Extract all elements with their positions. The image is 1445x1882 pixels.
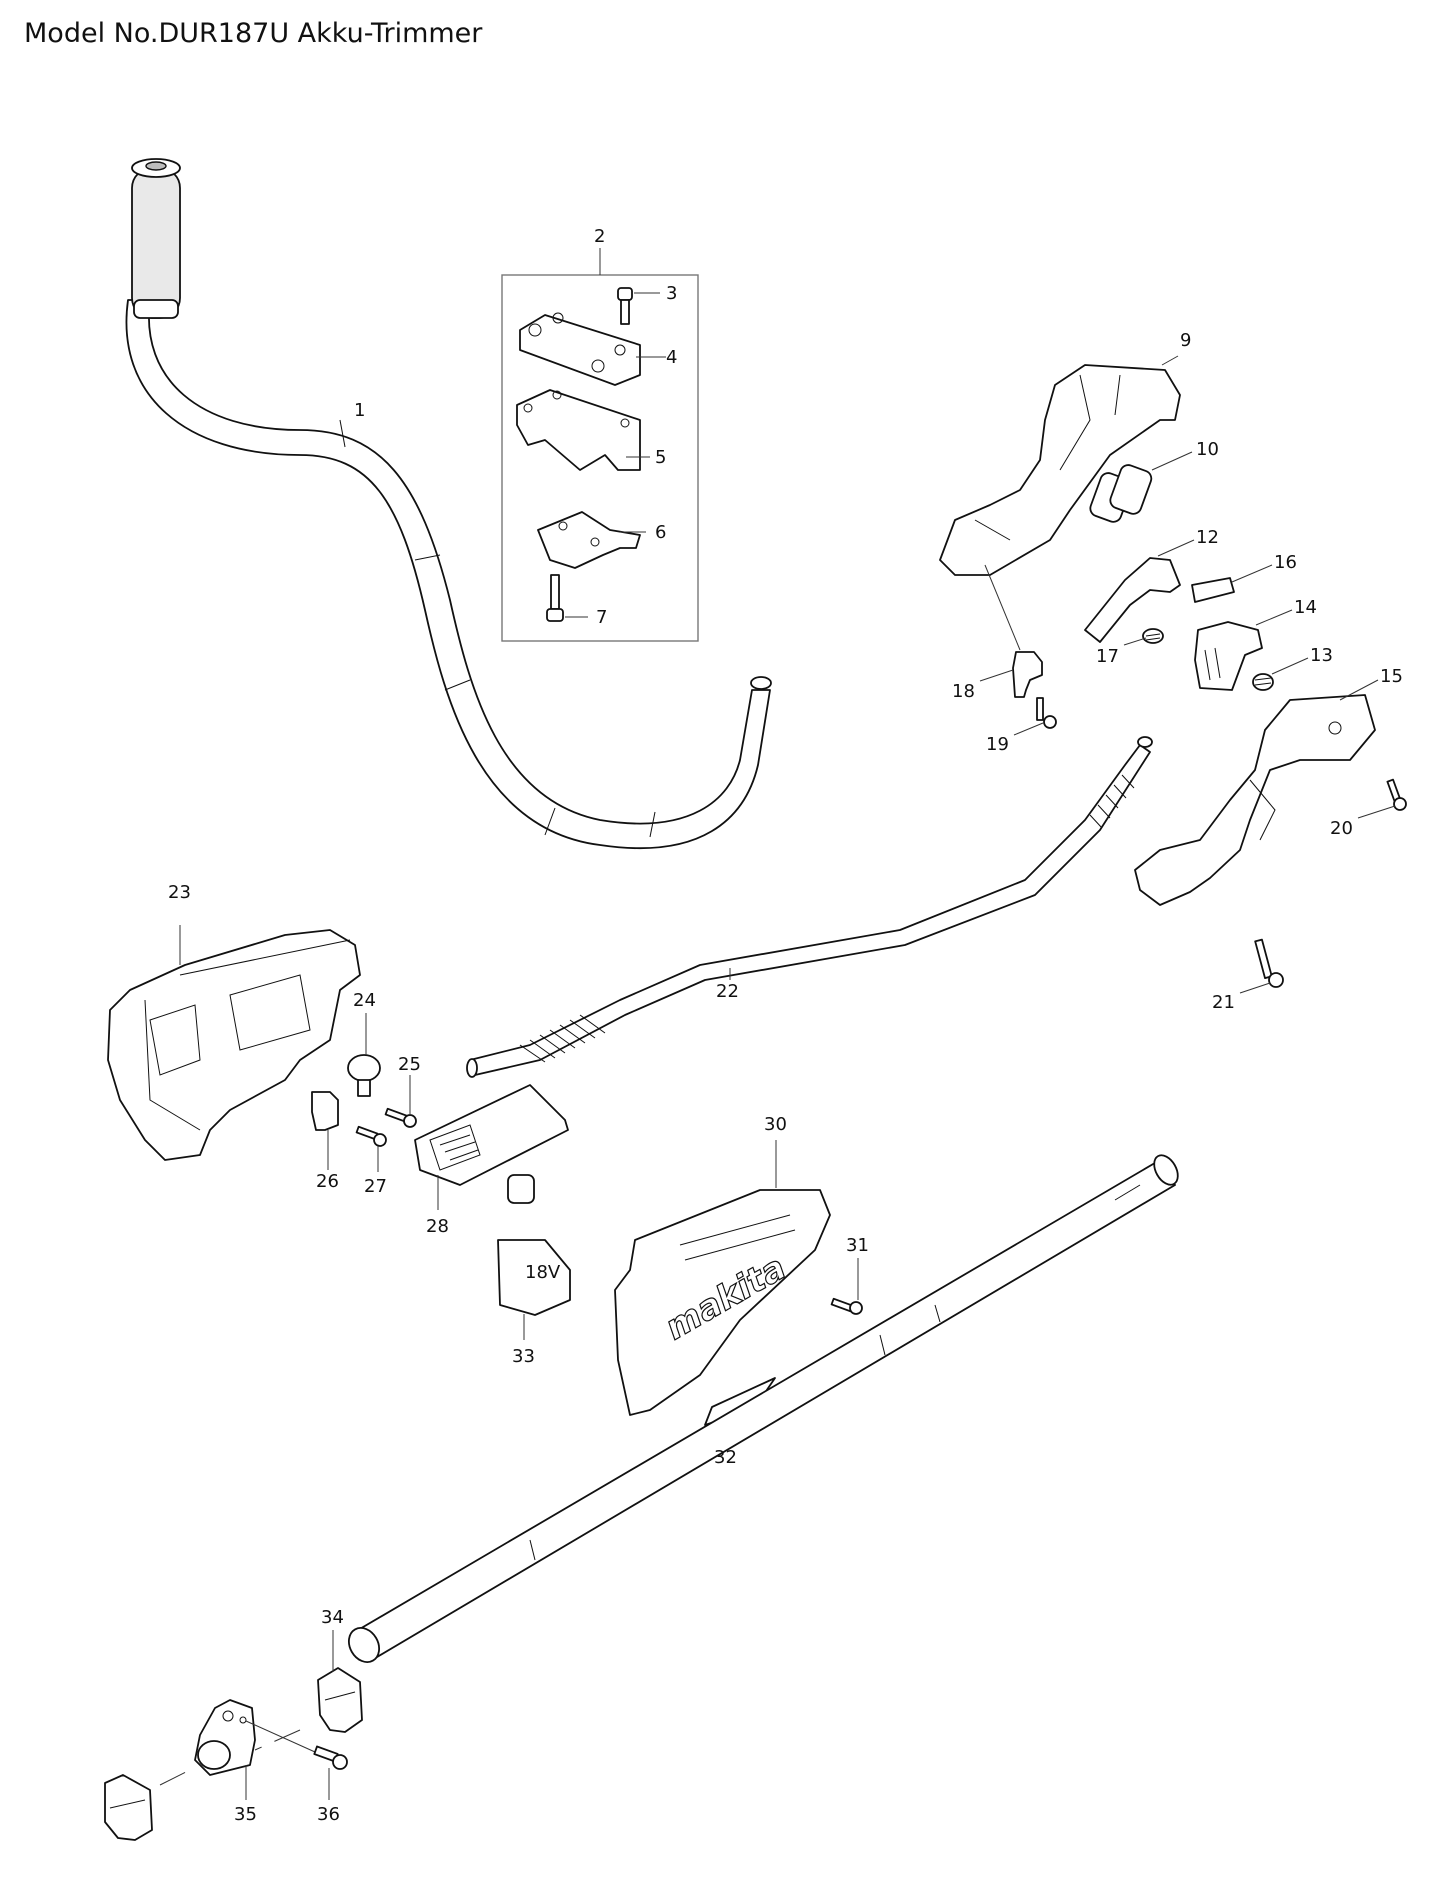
part-33-terminal[interactable]: 18V: [497, 1239, 571, 1340]
callout-6: 6: [655, 522, 666, 543]
callout-7: 7: [596, 607, 607, 628]
callout-35: 35: [234, 1804, 257, 1825]
callout-24: 24: [353, 990, 376, 1011]
part-24-band[interactable]: [347, 1013, 381, 1097]
callout-labels: 1 2 3 4 5 6 7 9 10 12 13 14 15 16 17 18 …: [168, 226, 1403, 1825]
part-3-bolt[interactable]: [617, 287, 660, 325]
part-4-clamp-upper[interactable]: [519, 312, 666, 386]
part-22-shaft[interactable]: [466, 736, 1153, 1078]
callout-16: 16: [1274, 552, 1297, 573]
callout-12: 12: [1196, 527, 1219, 548]
callout-1: 1: [354, 400, 365, 421]
callout-17: 17: [1096, 646, 1119, 667]
callout-30: 30: [764, 1114, 787, 1135]
callout-2: 2: [594, 226, 605, 247]
callout-28: 28: [426, 1216, 449, 1237]
part-6-clamp-lower[interactable]: [537, 511, 646, 569]
callout-22: 22: [716, 981, 739, 1002]
part-12-switch-trigger[interactable]: [1084, 539, 1195, 643]
part-26-cord-holder[interactable]: [311, 1091, 339, 1170]
page-title: Model No.DUR187U Akku-Trimmer: [24, 18, 483, 49]
callout-27: 27: [364, 1176, 387, 1197]
part-35-clamp-holder[interactable]: [194, 1699, 316, 1800]
callout-14: 14: [1294, 597, 1317, 618]
callout-26: 26: [316, 1171, 339, 1192]
main-pipe[interactable]: [343, 1151, 1183, 1667]
callout-18: 18: [952, 681, 975, 702]
callout-33: 33: [512, 1346, 535, 1367]
part-21-screw[interactable]: [1239, 938, 1284, 994]
part-31-screw[interactable]: [830, 1258, 863, 1315]
part-1-loop-handle[interactable]: [125, 158, 772, 850]
callout-9: 9: [1180, 330, 1191, 351]
part-34-pipe-clamp[interactable]: [254, 1630, 363, 1751]
callout-3: 3: [666, 283, 677, 304]
callout-21: 21: [1212, 992, 1235, 1013]
callout-15: 15: [1380, 666, 1403, 687]
part-23-motor-housing[interactable]: [107, 925, 361, 1161]
callout-13: 13: [1310, 645, 1333, 666]
part-13-compression-spring[interactable]: [1252, 657, 1309, 691]
part-18-hook[interactable]: [979, 564, 1043, 698]
callout-4: 4: [666, 347, 677, 368]
part-16-micro-switch[interactable]: [1191, 564, 1273, 603]
callout-10: 10: [1196, 439, 1219, 460]
callout-31: 31: [846, 1235, 869, 1256]
callout-5: 5: [655, 447, 666, 468]
part-17-torsion-spring[interactable]: [1123, 628, 1164, 646]
callout-20: 20: [1330, 818, 1353, 839]
part-7-bolt[interactable]: [546, 574, 588, 622]
part-25-screw[interactable]: [384, 1075, 417, 1128]
part-15-handle-housing-right[interactable]: [1134, 679, 1379, 906]
part-20-screw[interactable]: [1357, 778, 1407, 819]
part-19-screw[interactable]: [1013, 697, 1057, 736]
part-30-battery-cover[interactable]: makita: [614, 1140, 831, 1416]
part-36-bolt[interactable]: [313, 1745, 348, 1800]
part-28-controller[interactable]: [414, 1084, 569, 1210]
terminal-marking: 18V: [525, 1262, 561, 1283]
part-27-screw[interactable]: [355, 1125, 387, 1172]
callout-34: 34: [321, 1607, 344, 1628]
part-9-handle-housing[interactable]: [939, 355, 1181, 576]
callout-23: 23: [168, 882, 191, 903]
part-5-clamp-middle[interactable]: [516, 389, 650, 471]
callout-25: 25: [398, 1054, 421, 1075]
callout-36: 36: [317, 1804, 340, 1825]
callout-19: 19: [986, 734, 1009, 755]
part-10-lock-button[interactable]: [1088, 451, 1193, 524]
part-34-pipe-clamp-lower[interactable]: [104, 1769, 191, 1841]
part-14-switch-lever[interactable]: [1194, 609, 1293, 691]
part-2-clamp-set[interactable]: [501, 248, 699, 642]
callout-32: 32: [714, 1447, 737, 1468]
